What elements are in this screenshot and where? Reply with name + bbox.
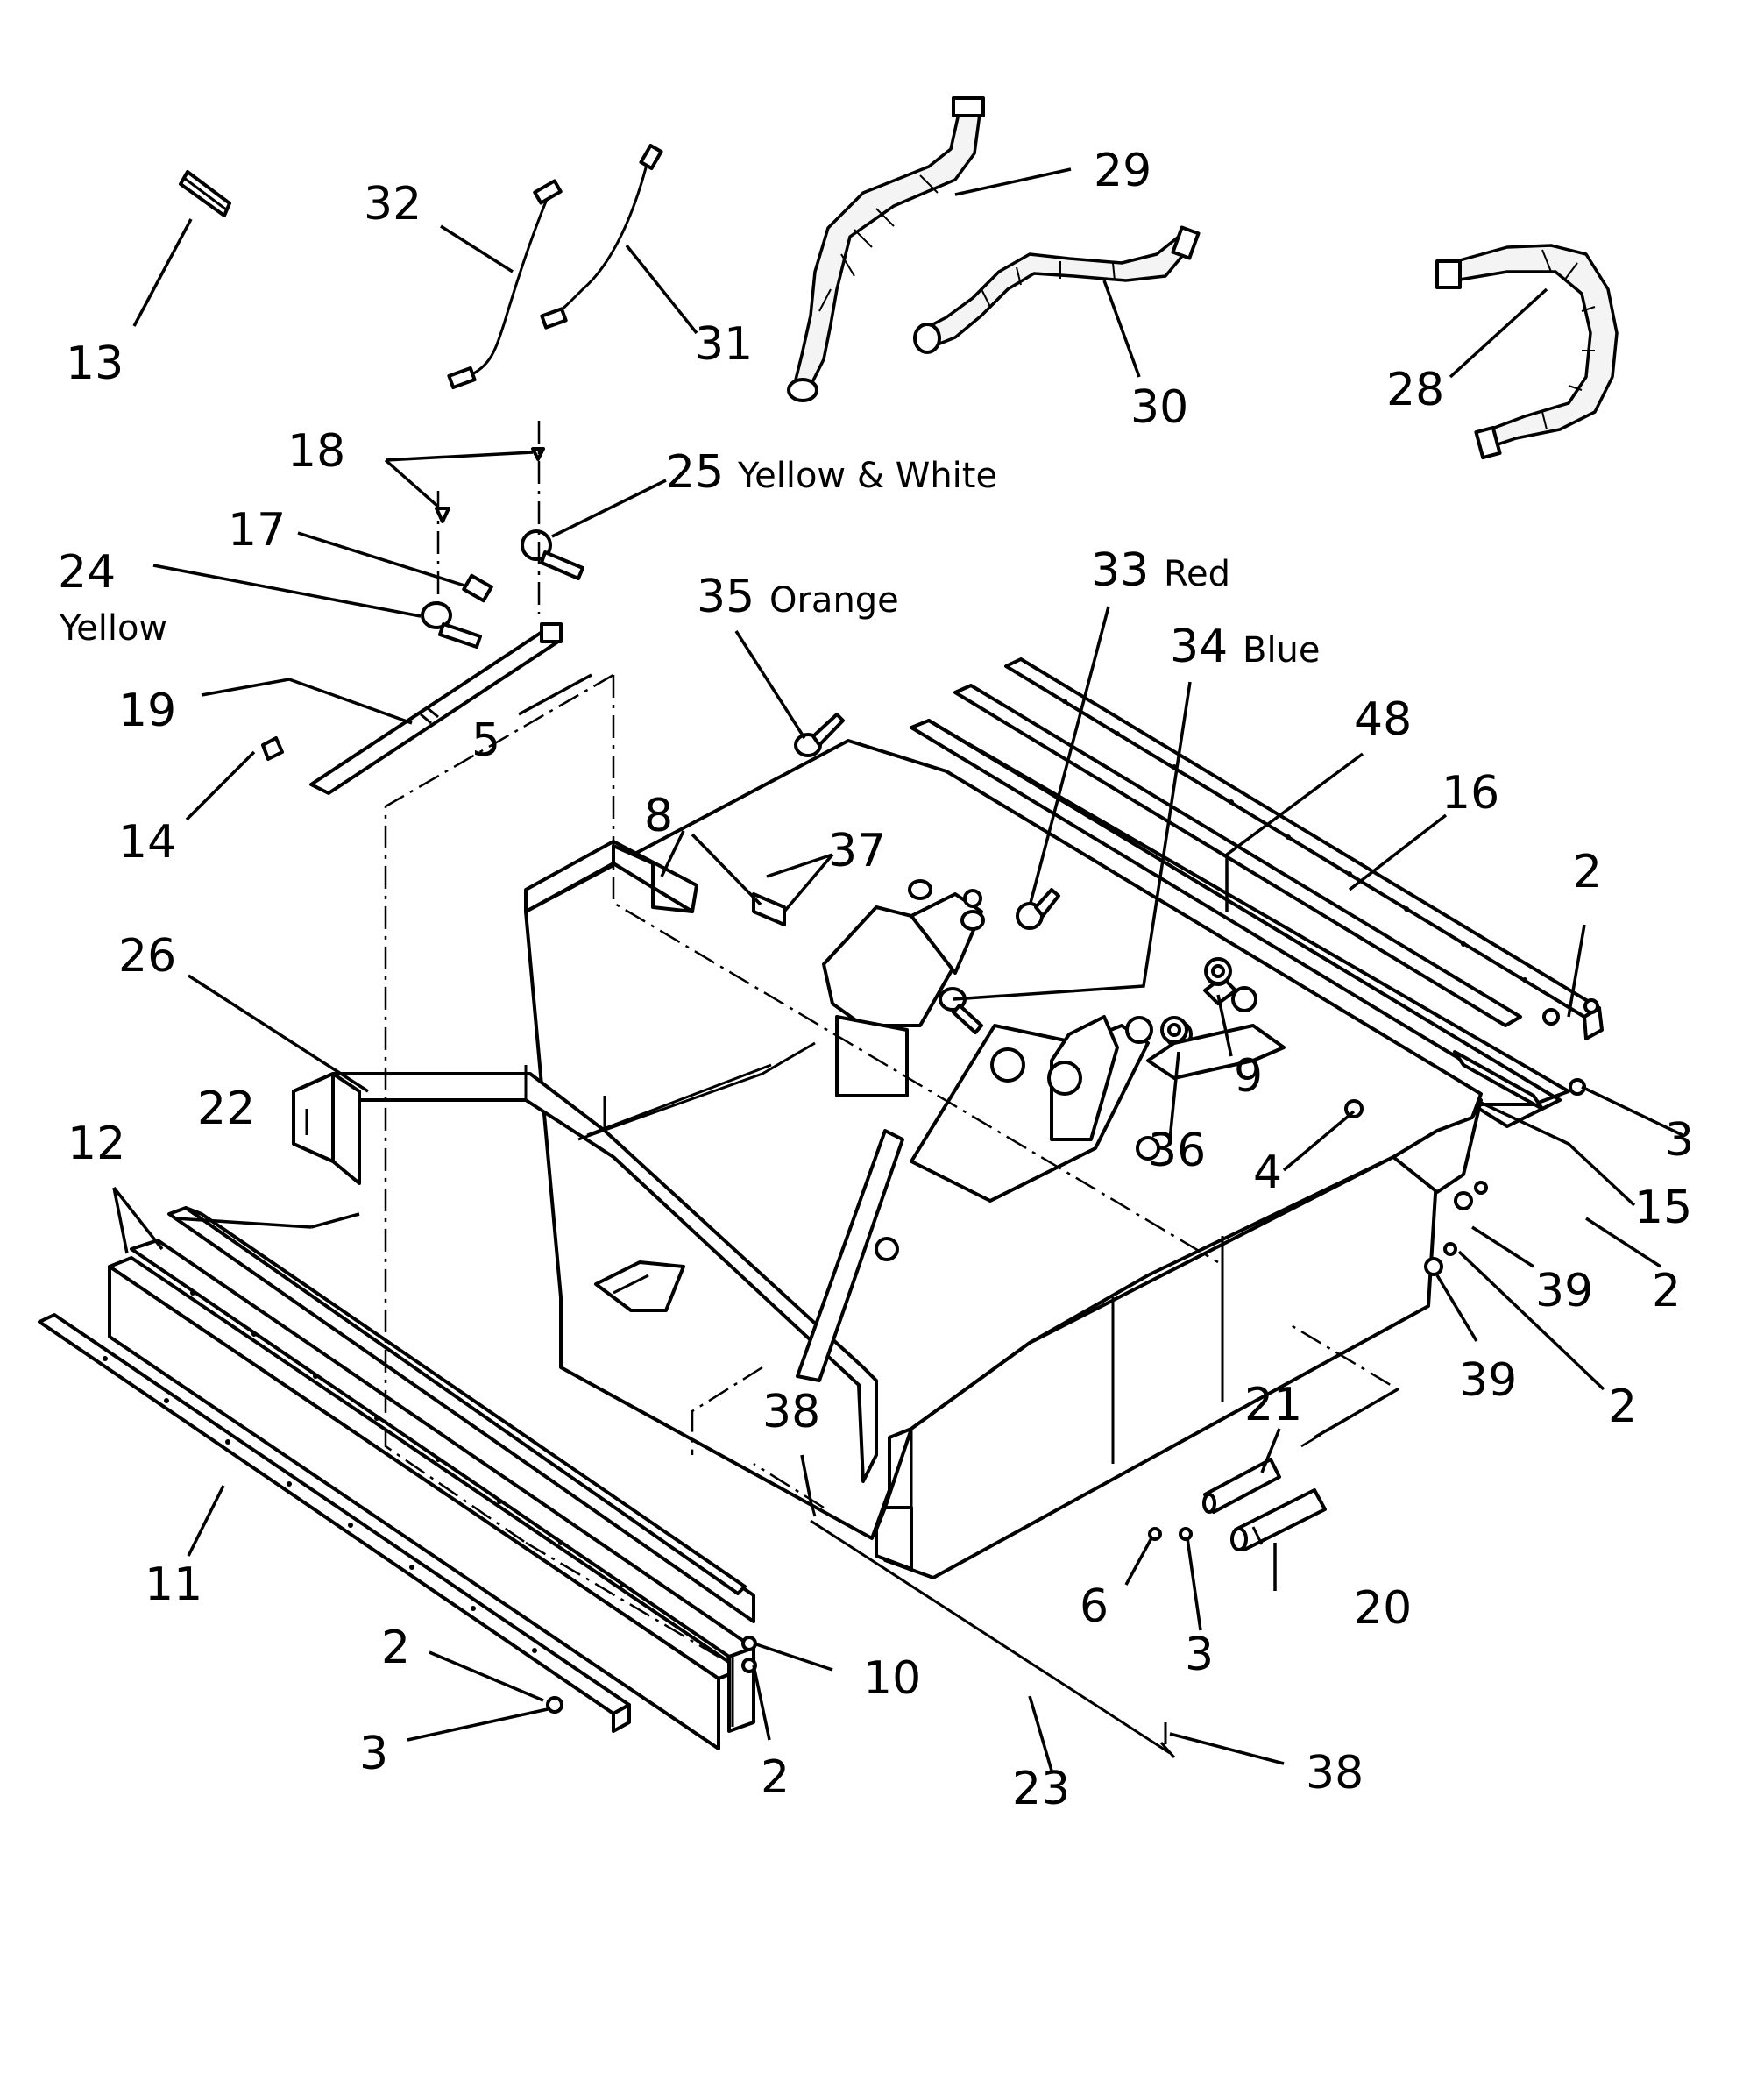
part-18-fittings — [435, 447, 545, 523]
part-13-bracket — [179, 170, 231, 217]
callout-23: 23 — [1012, 1763, 1070, 1815]
callout-14: 14 — [118, 816, 176, 869]
callout-39-b: 39 — [1459, 1354, 1517, 1407]
callout-34-color: Blue — [1243, 630, 1321, 671]
callout-19: 19 — [118, 685, 176, 737]
part-16-rail — [1004, 657, 1604, 1040]
callout-11: 11 — [145, 1558, 202, 1611]
hardware-small — [546, 889, 1599, 1714]
part-14-cap — [261, 736, 284, 761]
callout-15: 15 — [1634, 1182, 1692, 1234]
callout-21: 21 — [1244, 1379, 1302, 1431]
callout-48: 48 — [1354, 693, 1412, 746]
callout-39-a: 39 — [1535, 1265, 1593, 1317]
callout-35: 35 — [697, 571, 754, 623]
callout-37: 37 — [828, 825, 886, 877]
callout-30: 30 — [1130, 381, 1188, 434]
callout-2-d: 2 — [381, 1622, 410, 1674]
callout-9: 9 — [1234, 1050, 1263, 1103]
callout-36: 36 — [1148, 1125, 1206, 1177]
callout-20: 20 — [1354, 1582, 1412, 1635]
part-21-pin — [1202, 1458, 1281, 1514]
callout-12: 12 — [67, 1118, 125, 1170]
callout-31: 31 — [695, 318, 753, 371]
part-9-bushing — [1204, 957, 1232, 985]
callout-32: 32 — [364, 178, 422, 231]
callout-8: 8 — [644, 790, 673, 842]
callout-6: 6 — [1080, 1580, 1109, 1633]
part-23-rod — [810, 1519, 1176, 1758]
part-30-hose — [913, 225, 1201, 354]
front-holes — [103, 1290, 625, 1653]
mower-deck — [292, 739, 1483, 1579]
callout-2-b: 2 — [1652, 1265, 1681, 1317]
part-17-coupler — [462, 573, 493, 603]
part-22-shield — [167, 1206, 755, 1623]
part-48-strip — [953, 684, 1522, 1027]
callout-13: 13 — [66, 337, 124, 390]
callout-35-color: Orange — [769, 580, 899, 621]
callout-24: 24 — [58, 546, 116, 599]
leader-lines — [112, 167, 1683, 1771]
callout-24-color: Yellow — [59, 608, 167, 649]
part-12-flap — [108, 1239, 755, 1750]
part-19-tube — [309, 622, 563, 795]
part-35-valve — [794, 713, 845, 757]
part-25-valve — [521, 529, 584, 580]
callout-17: 17 — [228, 504, 286, 557]
callout-16: 16 — [1442, 767, 1499, 820]
part-29-hose — [787, 96, 985, 402]
part-37-decal — [752, 892, 786, 926]
part-32-cable — [447, 179, 563, 390]
part-28-hose — [1435, 244, 1619, 460]
part-31-cable — [540, 143, 663, 330]
callout-2-e: 2 — [761, 1751, 790, 1804]
callout-29: 29 — [1094, 145, 1151, 197]
callouts: 13 32 31 29 30 28 18 25 Yellow & White 1… — [58, 145, 1694, 1815]
part-36-bushing — [1160, 1016, 1188, 1044]
callout-33: 33 — [1091, 544, 1149, 597]
callout-38-a: 38 — [762, 1386, 820, 1438]
callout-2-c: 2 — [1608, 1381, 1637, 1433]
callout-10: 10 — [863, 1652, 921, 1705]
part-33-valve — [1016, 888, 1060, 930]
callout-3-b: 3 — [1185, 1629, 1214, 1681]
callout-25: 25 — [666, 446, 724, 499]
callout-2-a: 2 — [1573, 846, 1602, 898]
callout-5: 5 — [471, 714, 500, 767]
part-11-rail — [38, 1313, 631, 1733]
part-38-pin — [809, 1500, 1167, 1744]
part-24-valve — [421, 601, 482, 649]
part-20-pin — [1230, 1488, 1327, 1551]
callout-4: 4 — [1253, 1146, 1282, 1199]
callout-33-color: Red — [1164, 554, 1230, 594]
callout-34: 34 — [1170, 621, 1228, 673]
callout-3-c: 3 — [359, 1728, 388, 1780]
callout-3-a: 3 — [1665, 1114, 1694, 1167]
callout-25-color: Yellow & White — [737, 456, 997, 496]
callout-18: 18 — [287, 425, 345, 478]
callout-26: 26 — [118, 930, 176, 983]
callout-22: 22 — [197, 1083, 255, 1135]
callout-28: 28 — [1386, 364, 1444, 416]
callout-38-b: 38 — [1306, 1747, 1364, 1800]
